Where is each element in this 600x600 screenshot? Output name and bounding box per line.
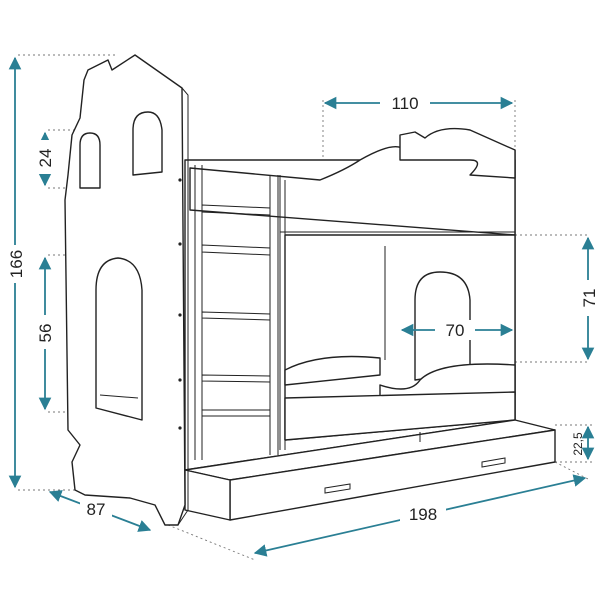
label-backgrounds	[5, 93, 598, 525]
label-lower-opening-width: 70	[446, 321, 465, 340]
castle-side-panel	[64, 54, 189, 526]
label-window-large-height: 56	[36, 324, 55, 343]
label-top-opening-width: 110	[391, 94, 418, 113]
label-length: 198	[409, 505, 437, 524]
label-drawer-height: 22,5	[571, 432, 585, 456]
label-lower-clearance-height: 71	[580, 289, 599, 308]
label-depth: 87	[87, 500, 106, 519]
lower-bed-frame	[184, 127, 516, 471]
label-total-height: 166	[7, 250, 26, 278]
ladder	[194, 165, 279, 460]
label-window-small-height: 24	[36, 149, 55, 168]
dimension-labels: 166 24 56 110 71 70 198 87 22,5	[7, 94, 599, 524]
